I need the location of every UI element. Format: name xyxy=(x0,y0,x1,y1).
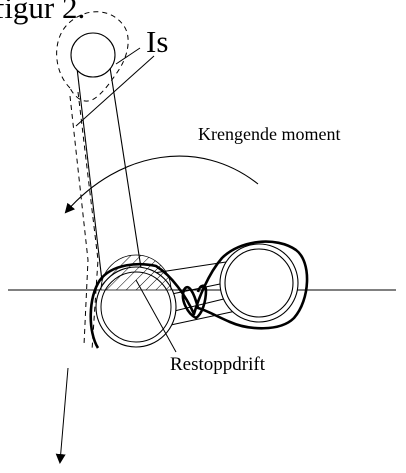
leader-lines xyxy=(75,47,177,353)
figure-caption: figur 2. xyxy=(0,0,86,25)
vessel-column xyxy=(76,60,142,282)
heeling-moment-label: Krengende moment xyxy=(198,124,341,144)
reserve-buoyancy-outline xyxy=(89,240,309,349)
top-float xyxy=(70,32,116,78)
heeling-moment-arrow xyxy=(64,155,259,214)
downward-arrow xyxy=(55,367,69,464)
is-label: Is xyxy=(146,24,169,59)
heeled-outline xyxy=(56,11,129,351)
reserve-buoyancy-label: Restoppdrift xyxy=(170,354,265,375)
left-float xyxy=(95,254,177,348)
